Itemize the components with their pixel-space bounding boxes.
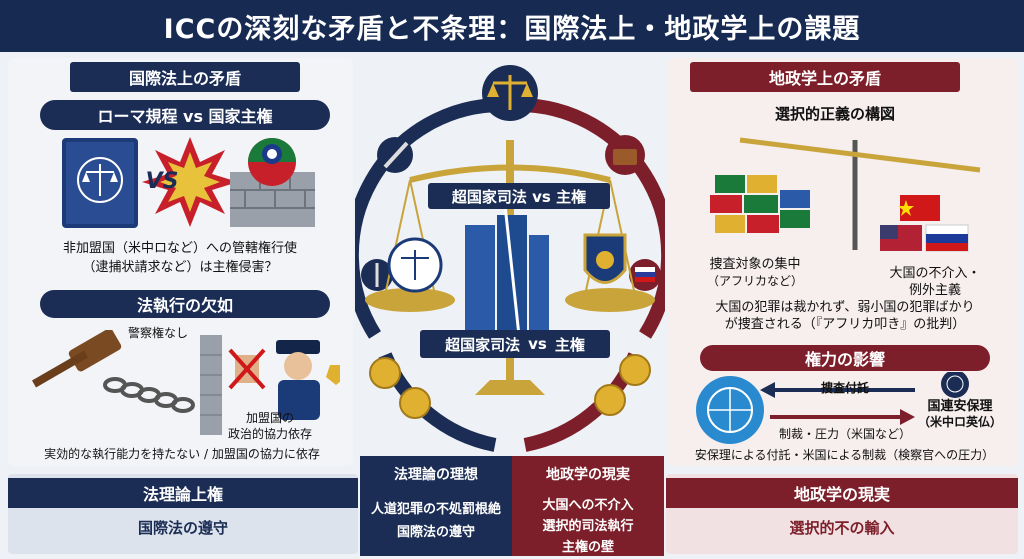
lack-of-enforcement-header: 法執行の欠如	[40, 290, 330, 318]
rome-statute-illustration	[62, 137, 315, 228]
reality-line-3: 主権の壁	[561, 540, 614, 555]
unsc-label-1: 国連安保理	[927, 399, 993, 414]
sanction-arrow-icon	[770, 409, 915, 425]
power-caption: 安保理による付託・米国による制裁（検察官への圧力）	[694, 448, 995, 462]
great-power-label-1: 大国の不介入・	[889, 266, 981, 281]
central-scale-illustration	[355, 65, 665, 452]
page-title: ICCの深刻な矛盾と不条理：国際法上・地政学上の課題	[0, 0, 1024, 52]
ideal-line-1: 人道犯罪の不処罰根絶	[370, 502, 501, 517]
chain-icon	[103, 377, 195, 413]
unsc-label-2: （米中ロ英仏）	[917, 415, 1002, 429]
african-flags-stack-icon	[710, 175, 810, 233]
brick-pillar-icon	[200, 335, 222, 435]
enforcement-caption: 実効的な執行能力を持たない / 加盟国の協力に依存	[44, 447, 320, 461]
reality-line-2: 選択的司法執行	[542, 519, 634, 534]
power-influence-header: 権力の影響	[700, 345, 990, 371]
target-concentration-label-2: （アフリカなど）	[706, 274, 803, 288]
vs-label: VS	[145, 168, 179, 194]
member-state-label-2: 政治的協力依存	[227, 427, 312, 441]
rome-statute-book-icon	[62, 138, 138, 228]
rome-vs-sovereignty-header: ローマ規程 vs 国家主権	[40, 100, 330, 130]
sword-icon	[377, 137, 413, 173]
un-emblem-icon	[696, 376, 764, 444]
court-building-icon	[465, 204, 549, 346]
ideal-line-2: 国際法の遵守	[396, 525, 475, 540]
no-hand-icon	[228, 348, 266, 390]
lower-center-label-vs: vs	[528, 335, 547, 353]
bottom-left-body: 国際法の遵守	[137, 519, 228, 537]
sovereign-wall-icon	[230, 138, 315, 227]
police-officer-icon	[276, 340, 340, 420]
enforcement-illustration	[32, 330, 340, 435]
great-power-flags-icon	[880, 195, 969, 252]
icc-emblem-icon	[387, 237, 443, 293]
bottom-right-header: 地政学の現実	[666, 478, 1018, 508]
selective-justice-header: 選択的正義の構図	[774, 105, 895, 123]
bottom-right-body: 選択的不の輸入	[789, 519, 895, 537]
selective-justice-caption-1: 大国の犯罪は裁かれず、弱小国の犯罪ばかり	[715, 300, 975, 315]
russia-flag-icon	[629, 259, 661, 291]
sovereignty-shield-icon	[583, 233, 627, 284]
referral-arrow-icon	[760, 382, 915, 398]
lower-center-label: 超国家司法 vs 主権	[420, 330, 610, 358]
left-circular-arrow	[355, 97, 506, 339]
reality-header: 地政学の現実	[546, 467, 630, 483]
jurisdiction-caption-2: （逮捕状請求など）は主権侵害？	[82, 260, 278, 275]
selective-justice-caption-2: が捜査される（『アフリカ叩き』の批判）	[724, 317, 966, 332]
unsc-emblem-icon	[941, 372, 969, 398]
briefcase-icon	[605, 135, 645, 175]
lower-center-label-a: 超国家司法	[445, 335, 521, 354]
great-power-label-2: 例外主義	[908, 283, 961, 298]
dagger-icon	[361, 259, 393, 291]
reality-box: 地政学の現実 大国への不介入 選択的司法執行 主権の壁	[512, 456, 664, 556]
upper-center-label: 超国家司法 vs 主権	[428, 183, 610, 209]
referral-label: 捜査付託	[820, 381, 869, 395]
top-scale-icon	[482, 65, 538, 121]
right-header: 地政学上の矛盾	[690, 62, 960, 92]
reality-line-1: 大国への不介入	[542, 498, 634, 513]
ideal-header: 法理論の理想	[394, 467, 478, 483]
member-state-label-1: 加盟国の	[245, 411, 294, 425]
selective-justice-scale	[710, 137, 981, 252]
right-circular-arrow	[514, 97, 665, 339]
power-influence-illustration	[696, 372, 969, 444]
no-police-label: 警察権なし	[127, 326, 188, 340]
gavel-icon	[32, 330, 122, 388]
target-concentration-label-1: 捜査対象の集中	[709, 257, 801, 272]
coin-icons	[369, 354, 651, 419]
ideal-box: 法理論の理想 人道犯罪の不処罰根絶 国際法の遵守	[360, 456, 512, 556]
left-header: 国際法上の矛盾	[70, 62, 300, 92]
jurisdiction-caption-1: 非加盟国（米中ロなど）への管轄権行使	[62, 241, 297, 256]
bottom-left-header: 法理論上権	[8, 478, 358, 508]
conflict-burst-icon	[142, 137, 238, 227]
sanction-label: 制裁・圧力（米国など）	[778, 427, 911, 441]
lower-center-label-b: 主権	[554, 335, 585, 354]
